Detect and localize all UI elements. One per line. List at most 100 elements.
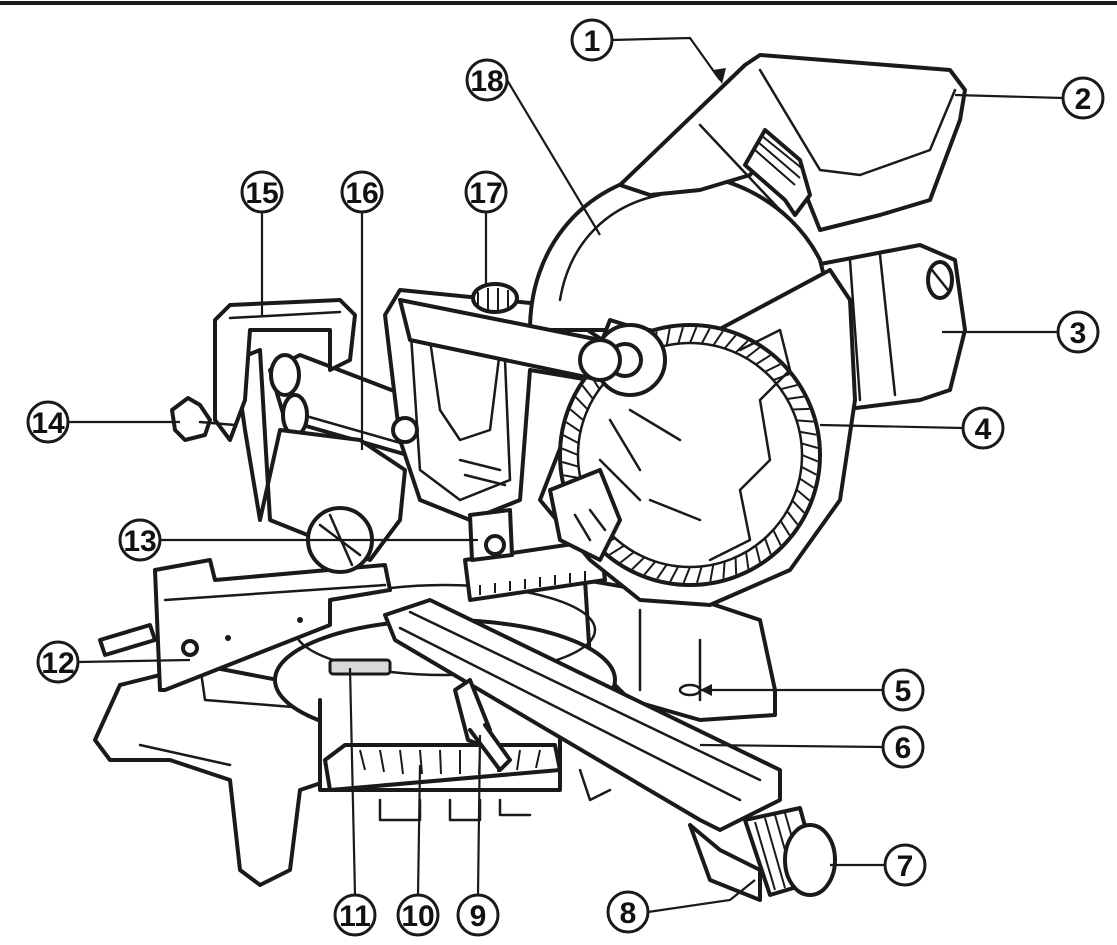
leader-2 [954, 93, 1064, 100]
blade-tooth [565, 421, 582, 433]
blade-tooth [745, 551, 750, 570]
callout-8: 8 [606, 890, 650, 934]
blade-tooth [791, 499, 805, 514]
callout-number: 11 [339, 900, 371, 933]
blade-tooth [786, 395, 805, 400]
blade-tooth [563, 434, 580, 445]
blade-tooth [799, 430, 817, 436]
blade-tooth [581, 384, 594, 400]
callout-number: 13 [123, 525, 156, 558]
callout-number: 16 [345, 177, 378, 210]
extension-knob [743, 806, 837, 897]
callout-circle [465, 58, 509, 102]
callout-number: 8 [620, 897, 637, 930]
blade-tooth [734, 557, 738, 575]
blade-tooth [723, 334, 737, 350]
callout-circle [881, 725, 925, 769]
callout-2: 2 [1061, 76, 1105, 120]
callout-number: 10 [401, 900, 434, 933]
blade-tooth [561, 461, 579, 468]
blade-tooth [772, 529, 782, 546]
blade-tooth [801, 454, 819, 463]
saw-illustration [93, 53, 967, 902]
callout-circle [1056, 310, 1100, 354]
callout-circle [606, 890, 650, 934]
blade-tooth [709, 564, 715, 582]
callout-11: 11 [333, 893, 377, 937]
leader-8 [647, 879, 756, 914]
blade-tooth [575, 396, 589, 411]
fence [153, 558, 392, 692]
blade-tooth [798, 477, 815, 489]
blade-tooth [656, 563, 668, 580]
callout-number: 15 [245, 177, 278, 210]
blade-tooth [734, 340, 749, 354]
blade-tooth [561, 447, 579, 456]
blade-tooth [795, 488, 811, 502]
callout-18: 18 [465, 58, 509, 102]
blade-tooth [689, 326, 698, 344]
callout-9: 9 [456, 893, 500, 937]
leader-11 [348, 667, 357, 896]
callout-3: 3 [1056, 310, 1100, 354]
callout-10: 10 [396, 893, 440, 937]
callout-circle [26, 400, 70, 444]
blade-tooth [669, 565, 680, 582]
leader-6 [699, 743, 884, 749]
blade-tooth [712, 330, 724, 347]
leader-9 [476, 734, 482, 896]
leader-4 [819, 423, 964, 430]
callout-circle [1061, 76, 1105, 120]
locking-knob [170, 396, 237, 442]
callout-16: 16 [340, 170, 384, 214]
callout-6: 6 [881, 725, 925, 769]
callout-circle [36, 640, 80, 684]
bevel-lock-knob [471, 282, 519, 314]
rear-handle [213, 298, 357, 442]
callout-17: 17 [464, 170, 508, 214]
extension-arm [383, 598, 782, 832]
callout-1: 1 [570, 18, 614, 62]
callout-14: 14 [26, 400, 70, 444]
callout-number: 2 [1075, 83, 1092, 116]
blade-tooth [569, 408, 585, 422]
callout-circle [464, 170, 508, 214]
blade-tooth [696, 566, 703, 584]
callout-number: 14 [31, 407, 65, 440]
blade-tooth [643, 560, 657, 576]
callout-number: 17 [469, 177, 502, 210]
blade-tooth [682, 566, 691, 584]
blade-tooth [786, 510, 799, 526]
blade-tooth [764, 537, 772, 555]
callout-circle [396, 893, 440, 937]
callout-circle [881, 668, 925, 712]
callout-number: 18 [470, 65, 503, 98]
callout-number: 6 [895, 732, 912, 765]
callout-circle [961, 406, 1005, 450]
leader-10 [416, 764, 422, 896]
callout-number: 1 [584, 25, 601, 58]
blade-tooth [792, 407, 810, 411]
blade-tooth [631, 556, 646, 570]
blade-tooth [700, 328, 711, 345]
callout-4: 4 [961, 406, 1005, 450]
callout-15: 15 [240, 170, 284, 214]
callout-number: 7 [897, 850, 914, 883]
blade-tooth [779, 520, 791, 536]
saw-blade [558, 323, 822, 587]
main-handle [618, 53, 967, 232]
callout-circle [340, 170, 384, 214]
leader-12 [77, 658, 191, 664]
callout-13: 13 [118, 518, 162, 562]
blade-tooth [801, 442, 819, 449]
blade-tooth [780, 384, 798, 391]
callout-5: 5 [881, 668, 925, 712]
callout-number: 12 [41, 647, 74, 680]
blade-tooth [755, 354, 771, 366]
callout-7: 7 [883, 843, 927, 887]
callout-number: 4 [975, 413, 992, 446]
callout-number: 3 [1070, 317, 1087, 350]
rear-column [233, 348, 407, 562]
blade-tooth [722, 561, 726, 579]
